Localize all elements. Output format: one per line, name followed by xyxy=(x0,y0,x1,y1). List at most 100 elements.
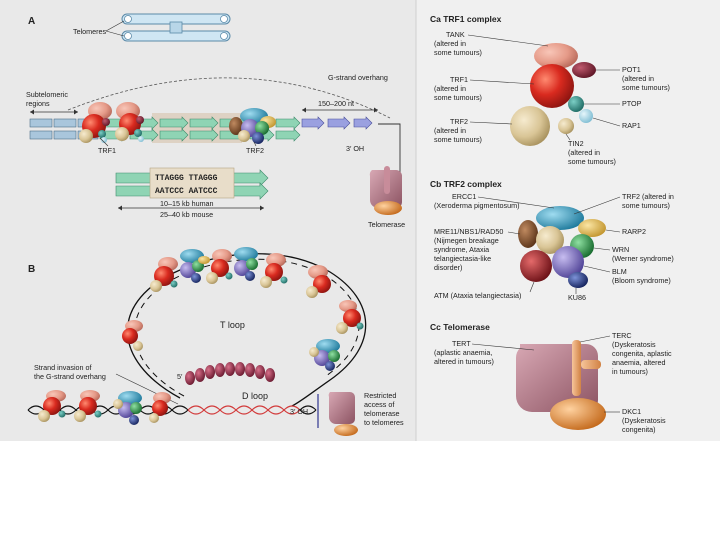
trf1-label-a: TRF1 xyxy=(98,146,116,155)
cb-ercc1-leader xyxy=(477,196,555,209)
cc-dkc1-label: DKC1 xyxy=(622,407,641,416)
cc-terc-label-5: in tumours) xyxy=(612,367,648,376)
t-loop-label: T loop xyxy=(220,320,245,330)
ca-trf2-label-2: (altered in xyxy=(434,126,466,135)
ca-tank-label: TANK xyxy=(446,30,465,39)
ca-tank-label-3: some tumours) xyxy=(434,48,482,57)
ca-ptop-label: PTOP xyxy=(622,99,642,108)
ca-trf1-label-3: some tumours) xyxy=(434,93,482,102)
telomerase-icon-a xyxy=(369,166,402,215)
zoom-arc xyxy=(67,77,391,119)
trf1-leader-a xyxy=(99,137,109,147)
cc-tert-label: TERT xyxy=(452,339,471,348)
t-loop-trf1-cluster-5 xyxy=(336,300,364,334)
ca-trf1-label: TRF1 xyxy=(450,75,468,84)
cb-wrn-label-2: (Werner syndrome) xyxy=(612,254,674,263)
repeat-sequence-box xyxy=(149,167,235,199)
cb-ercc1-label: ERCC1 xyxy=(452,192,476,201)
restricted-access-label-3: telomerase xyxy=(364,409,400,418)
restricted-access-label-2: access of xyxy=(364,400,394,409)
duplex-trf1-cluster-2 xyxy=(74,390,102,422)
t-loop-trf2-cluster-1 xyxy=(180,249,210,283)
trf2-leader-a xyxy=(253,141,257,147)
cc-dkc1-label-2: (Dyskeratosis xyxy=(622,416,666,425)
cb-trf2-label: TRF2 (altered in xyxy=(622,192,674,201)
ca-rap1-leader xyxy=(592,117,621,127)
overhang-length-arrow xyxy=(302,107,378,113)
t-loop-trf1-cluster-6 xyxy=(122,320,143,351)
cb-ku86-label: KU86 xyxy=(568,293,586,302)
sequence-top: TTAGGG TTAGGG xyxy=(155,174,218,183)
cb-mre11-label-5: disorder) xyxy=(434,263,462,272)
t-loop-trf1-cluster-4 xyxy=(306,265,331,298)
cb-wrn-label: WRN xyxy=(612,245,629,254)
cc-tert-leader xyxy=(471,343,535,351)
sequence-bottom: AATCCC AATCCC xyxy=(155,187,218,196)
subtelomeric-label: Subtelomeric xyxy=(26,90,68,99)
cc-dkc1-label-3: congenita) xyxy=(622,425,656,434)
five-prime-label: 5′ xyxy=(177,372,183,381)
ca-pot1-label-3: some tumours) xyxy=(622,83,670,92)
cb-atm-label: ATM (Ataxia telangiectasia) xyxy=(434,291,521,300)
length-human-label: 10–15 kb human xyxy=(160,199,214,208)
t-loop-trf1-cluster-3 xyxy=(260,253,288,288)
cb-rarp2-leader xyxy=(605,229,621,233)
telomere-length-arrow xyxy=(118,205,264,211)
cc-terc-label-4: anaemia, altered xyxy=(612,358,666,367)
ca-pot1-label-2: (altered in xyxy=(622,74,654,83)
subtelomeric-double-arrow xyxy=(30,109,78,115)
panel-b-letter: B xyxy=(28,264,35,275)
panel-a-letter: A xyxy=(28,16,35,27)
g-strand-overhang-arrows xyxy=(301,116,373,130)
cc-terc-label: TERC xyxy=(612,331,632,340)
ca-tank-label-2: (altered in xyxy=(434,39,466,48)
g-strand-overhang-label: G-strand overhang xyxy=(328,73,388,82)
cc-terc-leader xyxy=(579,335,611,343)
ca-tin2-leader xyxy=(565,133,571,141)
cb-mre11-label-2: (Nijmegen breakage xyxy=(434,236,499,245)
ca-tin2-label-3: some tumours) xyxy=(568,157,616,166)
telomerase-complex-diagram xyxy=(515,340,606,430)
length-mouse-label: 25–40 kb mouse xyxy=(160,210,213,219)
ca-trf2-leader xyxy=(469,121,513,125)
subtelomeric-label-2: regions xyxy=(26,99,50,108)
cb-mre11-label-4: telangiectasia-like xyxy=(434,254,491,263)
trf1-cluster-2 xyxy=(115,102,144,142)
restricted-access-label-4: to telomeres xyxy=(364,418,404,427)
three-oh-label: 3′ OH xyxy=(346,144,364,153)
cb-blm-leader xyxy=(583,265,611,273)
t-loop-trf1-cluster-2 xyxy=(206,249,233,284)
telomerase-label-a: Telomerase xyxy=(368,220,405,229)
trf2-complex-diagram xyxy=(518,206,606,288)
trf2-label-a: TRF2 xyxy=(246,146,264,155)
ca-trf1-leader xyxy=(469,79,535,85)
cb-trf2-label-2: some tumours) xyxy=(622,201,670,210)
cb-blm-label: BLM xyxy=(612,267,627,276)
cb-mre11-label-3: syndrome, Ataxia xyxy=(434,245,489,254)
chromosome-icon xyxy=(121,13,231,42)
cb-rarp2-label: RARP2 xyxy=(622,227,646,236)
d-loop-coil xyxy=(185,362,275,385)
duplex-dna-end xyxy=(299,405,317,415)
d-loop-label: D loop xyxy=(242,391,268,401)
cb-mre11-label: MRE11/NBS1/RAD50 xyxy=(434,227,503,236)
cc-terc-label-2: (Dyskeratosis xyxy=(612,340,656,349)
panel-cb-title: Cb TRF2 complex xyxy=(430,179,502,189)
cb-atm-leader xyxy=(529,281,535,293)
cb-blm-label-2: (Bloom syndrome) xyxy=(612,276,671,285)
trf2-cluster-a xyxy=(229,108,276,144)
restricted-access-label: Restricted xyxy=(364,391,396,400)
panel-ca-title: Ca TRF1 complex xyxy=(430,14,502,24)
telomeres-leader-2 xyxy=(105,30,125,37)
strand-invasion-label: Strand invasion of xyxy=(34,363,92,372)
ca-pot1-label: POT1 xyxy=(622,65,641,74)
duplex-trf2-cluster xyxy=(113,391,142,425)
cc-terc-label-3: congenita, aplastic xyxy=(612,349,672,358)
cb-wrn-leader xyxy=(593,247,611,251)
t-loop-trf2-cluster-3 xyxy=(309,339,340,371)
ca-trf1-label-2: (altered in xyxy=(434,84,466,93)
cb-ercc1-label-2: (Xeroderma pigmentosum) xyxy=(434,201,520,210)
duplex-trf1-cluster-3 xyxy=(149,392,171,423)
ca-tin2-label-2: (altered in xyxy=(568,148,600,157)
